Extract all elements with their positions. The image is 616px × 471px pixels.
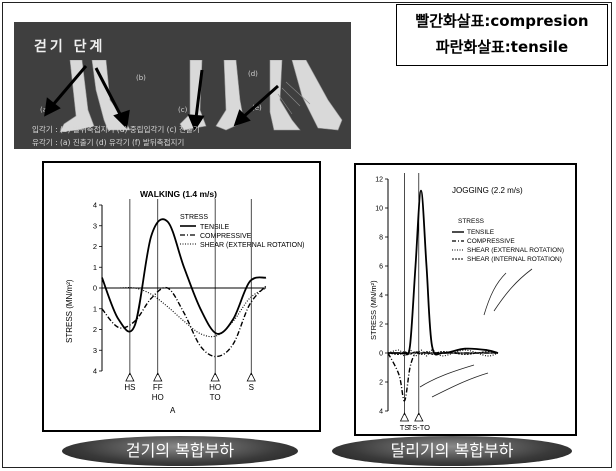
gait-frame-a-label: (a) — [40, 106, 50, 114]
y-tick-label: 0 — [379, 351, 383, 358]
gait-frame-b-label: (b) — [136, 74, 146, 82]
event-label: HO — [152, 393, 164, 402]
gait-phase-panel: 걷기 단계 (a) (b) (c) (d) (e) — [14, 22, 351, 149]
arrow-head-icon — [187, 114, 205, 132]
series-tensile — [388, 189, 499, 356]
event-arrow-icon — [246, 372, 256, 382]
gait-frame-e-label: (e) — [252, 104, 262, 112]
walking-legend-shear: SHEAR (EXTERNAL ROTATION) — [200, 242, 305, 249]
jogging-legend: STRESS TENSILE COMPRESSIVE SHEAR (EXTERN… — [452, 218, 564, 263]
arrow-head-icon — [113, 109, 130, 130]
jogging-legend-header: STRESS — [458, 218, 485, 225]
arrow-icon — [94, 67, 124, 119]
y-tick-label: 10 — [375, 206, 383, 213]
y-tick-label: 4 — [93, 367, 97, 376]
event-arrow-icon — [210, 372, 220, 382]
legend-tensile: 파란화살표:tensile — [435, 38, 569, 56]
walking-stress-chart: WALKING (1.4 m/s) STRESS (MN/m²) STRESS … — [65, 189, 305, 415]
gait-arrows — [44, 65, 279, 132]
jogging-y-axis-label: STRESS (MN/m²) — [369, 280, 378, 340]
jogging-legend-compressive: COMPRESSIVE — [467, 238, 515, 245]
gait-phase-title: 걷기 단계 — [34, 39, 106, 55]
event-label: TS-TO — [408, 423, 431, 432]
handwriting-stroke — [431, 372, 489, 398]
y-tick-label: 3 — [93, 346, 97, 355]
event-label: HO — [209, 383, 221, 392]
y-tick-label: 0 — [93, 284, 97, 293]
series-tensile — [101, 218, 267, 335]
y-tick-label: 4 — [93, 201, 97, 210]
arrow-head-icon — [44, 97, 61, 117]
arrow-icon — [241, 84, 279, 120]
slide-frame — [2, 2, 612, 468]
y-tick-label: 2 — [379, 322, 383, 329]
walking-load-label: 걷기의 복합부하 — [62, 436, 298, 466]
walking-legend-tensile: TENSILE — [200, 224, 230, 231]
jogging-stress-chart: JOGGING (2.2 m/s) STRESS (MN/m²) STRESS … — [369, 173, 564, 432]
y-tick-label: 2 — [93, 325, 97, 334]
arrow-icon — [50, 65, 88, 107]
arrow-icon — [194, 69, 204, 119]
event-arrow-icon — [399, 412, 410, 422]
jogging-load-label: 달리기의 복합부하 — [332, 436, 572, 466]
handwritten-annotations — [419, 268, 533, 398]
handwriting-stroke — [419, 364, 475, 388]
event-label: FF — [153, 383, 163, 392]
gait-frame-d-label: (d) — [248, 70, 258, 78]
event-label: S — [249, 383, 254, 392]
event-label: TS — [400, 423, 410, 432]
series-shear-internal-rotation — [387, 351, 499, 355]
gait-caption-swing: 유각기 : (a) 진출기 (d) 유각기 (f) 발뒤축접지기 — [32, 138, 185, 147]
jogging-chart-title: JOGGING (2.2 m/s) — [452, 186, 523, 195]
handwriting-stroke — [483, 272, 507, 316]
gait-phase-photo: (a) (b) (c) (d) (e) — [40, 60, 343, 133]
walking-chart-frame: WALKING (1.4 m/s) STRESS (MN/m²) STRESS … — [42, 161, 321, 432]
walking-legend-compressive: COMPRESSIVE — [200, 233, 252, 240]
y-tick-label: 1 — [93, 263, 97, 272]
walking-chart-title: WALKING (1.4 m/s) — [140, 189, 217, 199]
handwriting-stroke — [493, 268, 533, 312]
series-compressive — [101, 285, 267, 358]
gait-caption-stance: 입각기 : (b) 발뒤축접지기 (d) 중립입각기 (c) 진출기 — [32, 125, 200, 134]
jogging-legend-shear-internal: SHEAR (INTERNAL ROTATION) — [467, 256, 562, 263]
event-arrow-icon — [414, 412, 424, 422]
walking-legend-header: STRESS — [180, 214, 208, 221]
y-tick-label: 12 — [375, 177, 383, 184]
y-tick-label: 6 — [379, 264, 383, 271]
arrow-head-icon — [233, 109, 251, 127]
event-label: TO — [210, 393, 221, 402]
event-arrow-icon — [153, 372, 163, 382]
event-label: HS — [124, 383, 135, 392]
y-tick-label: 4 — [379, 293, 383, 300]
jogging-legend-tensile: TENSILE — [467, 229, 495, 236]
gait-frame-c-label: (c) — [178, 106, 188, 114]
legend-compression: 빨간화살표:compresion — [415, 12, 589, 30]
y-tick-label: 3 — [93, 221, 97, 230]
jogging-chart-frame: JOGGING (2.2 m/s) STRESS (MN/m²) STRESS … — [354, 163, 577, 436]
arrow-color-legend: 빨간화살표:compresion 파란화살표:tensile — [396, 4, 608, 66]
y-tick-label: 2 — [379, 380, 383, 387]
y-tick-label: 1 — [93, 304, 97, 313]
walking-y-axis-label: STRESS (MN/m²) — [65, 279, 74, 343]
series-shear-external-rotation — [387, 349, 499, 357]
event-arrow-icon — [125, 372, 135, 382]
walking-legend: STRESS TENSILE COMPRESSIVE SHEAR (EXTERN… — [180, 214, 305, 249]
y-tick-label: 2 — [93, 242, 97, 251]
gait-frame-labels: (a) (b) (c) (d) (e) — [40, 70, 262, 114]
walking-footer-label: A — [170, 406, 176, 415]
y-tick-label: 4 — [379, 409, 383, 416]
series-compressive — [387, 351, 498, 402]
jogging-legend-shear-external: SHEAR (EXTERNAL ROTATION) — [467, 247, 564, 254]
y-tick-label: 8 — [379, 235, 383, 242]
